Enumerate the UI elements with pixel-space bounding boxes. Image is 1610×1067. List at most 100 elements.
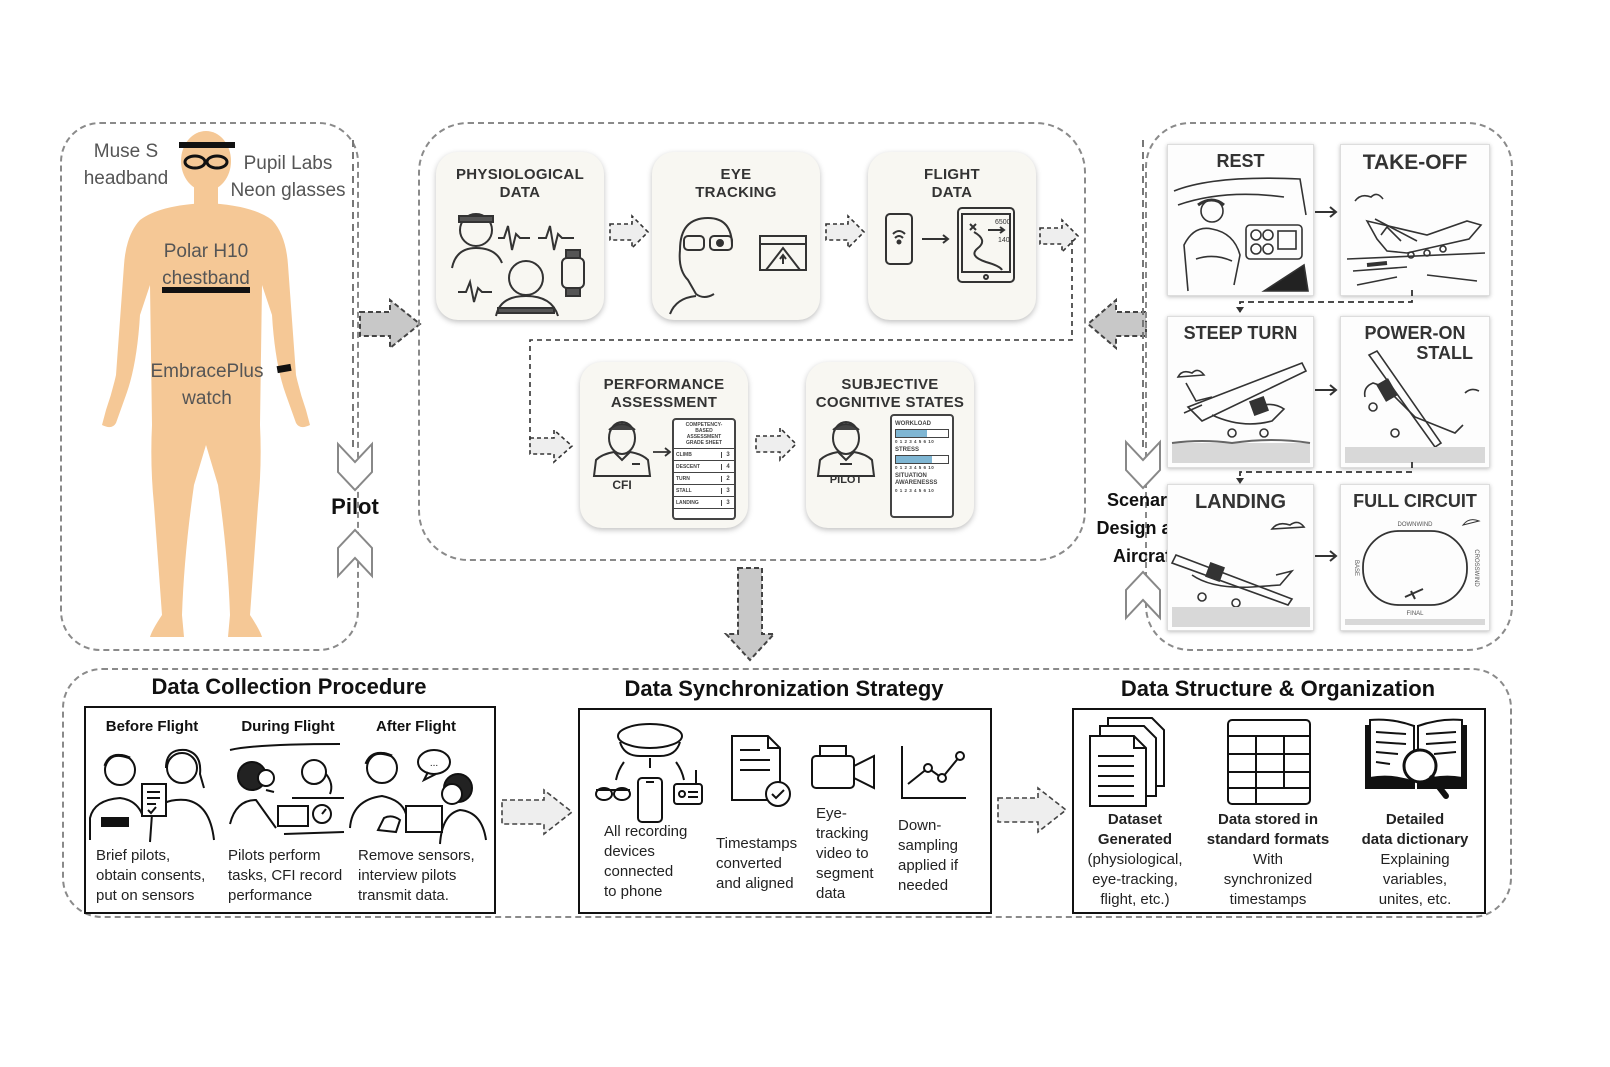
cognitive-scale-bar: [895, 455, 949, 464]
sync-panel: [578, 708, 992, 914]
maneuver-take-off-title: TAKE-OFF: [1362, 151, 1468, 174]
arrow-right-4: [529, 428, 574, 464]
eye-tracking-card: EYE TRACKING: [652, 152, 820, 320]
physiological-data-card: PHYSIOLOGICAL DATA: [436, 152, 604, 320]
cognitive-scale-label: STRESS: [895, 447, 920, 453]
grade-value: 2: [726, 475, 730, 482]
arrow-left-scenario-to-streams: [1086, 297, 1147, 351]
pilot-region: [60, 122, 359, 651]
circuit-leg-final: FINAL: [1406, 611, 1424, 617]
arrow-down-streams-to-bottom: [723, 567, 777, 662]
maneuver-rest: REST: [1167, 144, 1314, 296]
maneuver-full-circuit-title: FULL CIRCUIT: [1353, 491, 1477, 511]
phase-desc-during: Pilots perform tasks, CFI record perform…: [228, 847, 343, 904]
debrief-interview-icon: ...: [349, 749, 487, 845]
headband-strap-icon: [179, 142, 235, 148]
grade-item: LANDING: [674, 499, 722, 506]
watch-band-icon: [276, 363, 292, 374]
grade-item: STALL: [674, 487, 722, 494]
maneuver-connector-1: [1236, 290, 1413, 313]
sync-step-devices: All recording devices connected to phone: [604, 823, 688, 900]
sync-step-downsampling: Down- sampling applied if needed: [898, 817, 959, 894]
pilot-label: Pilot: [331, 494, 379, 519]
maneuver-power-on-stall: POWER-ON STALL: [1340, 316, 1490, 468]
in-flight-recording-icon: [229, 743, 345, 835]
cfi-label: CFI: [612, 478, 632, 492]
performance-assessment-title: PERFORMANCE ASSESSMENT: [603, 376, 725, 411]
table-grid-icon: [1227, 719, 1311, 805]
grade-sheet-header: COMPETENCY- BASED ASSESSMENT GRADE SHEET: [674, 420, 734, 449]
cognitive-scale-ticks: 0 1 2 3 4 5 6 10: [895, 439, 935, 444]
airplane-takeoff-icon: [1346, 193, 1486, 286]
arrow-right-procedure-to-sync: [501, 788, 574, 836]
performance-assessment-card: PERFORMANCE ASSESSMENT CFI COMPETENCY- B…: [580, 362, 748, 528]
grade-value: 3: [726, 451, 730, 458]
cognitive-scale-ticks: 0 1 2 3 4 5 6 10: [895, 465, 935, 470]
pilot-in-cockpit-icon: [1173, 177, 1309, 292]
briefing-people-icon: [89, 748, 215, 843]
pilot-role-label: PILOT: [829, 474, 863, 486]
flight-readout-bottom: 140: [998, 237, 1010, 244]
grade-sheet-row: DESCENT 4: [674, 461, 734, 473]
scenario-connector-line: [1142, 140, 1144, 452]
chestband-label: Polar H10 chestband: [146, 238, 266, 292]
flight-readout-top: 6500: [995, 219, 1011, 226]
flight-data-title: FLIGHT DATA: [924, 166, 980, 201]
video-camera-icon: [811, 745, 875, 790]
grade-item: DESCENT: [674, 463, 722, 470]
chestband-label-line2: chestband: [162, 268, 250, 289]
grade-value: 3: [726, 487, 730, 494]
cognitive-scale-fill: [896, 430, 928, 437]
maneuver-arrow-1: [1315, 206, 1338, 218]
sync-title: Data Synchronization Strategy: [624, 676, 944, 701]
phase-desc-before: Brief pilots, obtain consents, put on se…: [96, 847, 206, 904]
subjective-cognitive-title: SUBJECTIVE COGNITIVE STATES: [815, 376, 965, 411]
pilot-connector-line: [352, 140, 354, 450]
arrow-right-pilot-to-streams: [359, 297, 422, 351]
maneuver-full-circuit: FULL CIRCUIT DOWNWIND FINAL BASE CROSSWI…: [1340, 484, 1490, 631]
line-chart-icon: [901, 746, 966, 799]
arrow-right-2: [825, 214, 866, 250]
maneuver-landing-title: LANDING: [1194, 491, 1287, 513]
streams-wrap-connector: [529, 240, 1073, 440]
flight-data-logger-icon: 6500 140: [885, 207, 1015, 283]
maneuver-rest-title: REST: [1216, 151, 1265, 171]
arrow-right-sync-to-structure: [997, 786, 1068, 834]
sync-step-video: Eye- tracking video to segment data: [816, 805, 874, 902]
physiological-data-title: PHYSIOLOGICAL DATA: [455, 166, 585, 201]
grade-item: TURN: [674, 475, 722, 482]
glasses-label: Pupil Labs Neon glasses: [228, 150, 348, 204]
cognitive-scale-label: SITUATION AWARENESSS: [895, 473, 938, 486]
glasses-icon: [183, 154, 229, 170]
circuit-leg-base: BASE: [1353, 560, 1359, 576]
scenario-region: [1145, 122, 1513, 651]
maneuver-steep-turn-title: STEEP TURN: [1183, 323, 1298, 343]
grade-sheet-row: STALL 3: [674, 485, 734, 497]
structure-title: Data Structure & Organization: [1120, 676, 1436, 701]
traffic-circuit-icon: DOWNWIND FINAL BASE CROSSWIND: [1345, 519, 1485, 625]
scenario-chevron-down-icon: [1125, 439, 1161, 490]
physiological-sensors-icon: [451, 213, 585, 317]
grade-value: 4: [726, 463, 730, 470]
phase-desc-after: Remove sensors, interview pilots transmi…: [358, 847, 475, 904]
sync-step-timestamps: Timestamps converted and aligned: [716, 835, 798, 892]
circuit-leg-downwind: DOWNWIND: [1398, 522, 1434, 528]
structure-item-dictionary: Detailed data dictionary Explaining vari…: [1361, 811, 1469, 908]
document-check-icon: [731, 735, 791, 807]
chestband-strap-icon: [162, 287, 250, 293]
subjective-cognitive-card: SUBJECTIVE COGNITIVE STATES PILOT WORKLO…: [806, 362, 974, 528]
headband-label: Muse S headband: [76, 138, 176, 192]
cognitive-scale-ticks: 0 1 2 3 4 5 6 10: [895, 488, 935, 493]
data-streams-region: [418, 122, 1086, 561]
scenario-chevron-up-icon: [1125, 570, 1161, 621]
maneuver-landing: LANDING: [1167, 484, 1314, 631]
airplane-landing-icon: [1170, 521, 1310, 627]
maneuver-connector-2: [1236, 462, 1413, 484]
headband-label-line2: headband: [83, 168, 169, 189]
connected-devices-icon: [595, 723, 703, 823]
chestband-label-line1: Polar H10: [163, 241, 249, 262]
glasses-label-line1: Pupil Labs: [243, 153, 333, 174]
